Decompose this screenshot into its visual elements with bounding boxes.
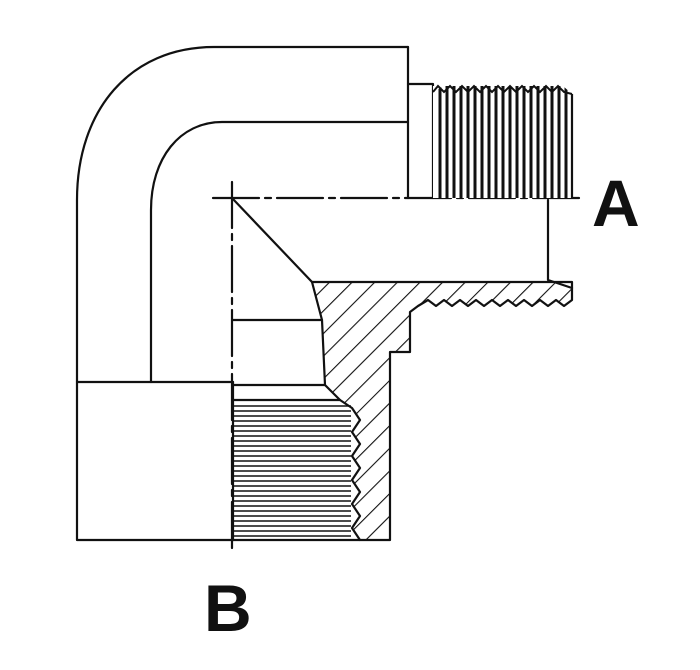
- inner-bend-outline: [149, 120, 410, 384]
- outer-body-outline: [75, 45, 410, 542]
- male-collar: [406, 82, 435, 200]
- male-bore-end: [546, 198, 574, 290]
- section-hatching: [310, 280, 574, 542]
- bore-diagonal: [230, 196, 314, 284]
- port-a-label: A: [592, 166, 640, 240]
- male-thread: [432, 84, 574, 198]
- female-thread: [233, 405, 360, 542]
- port-b-label: B: [204, 571, 252, 645]
